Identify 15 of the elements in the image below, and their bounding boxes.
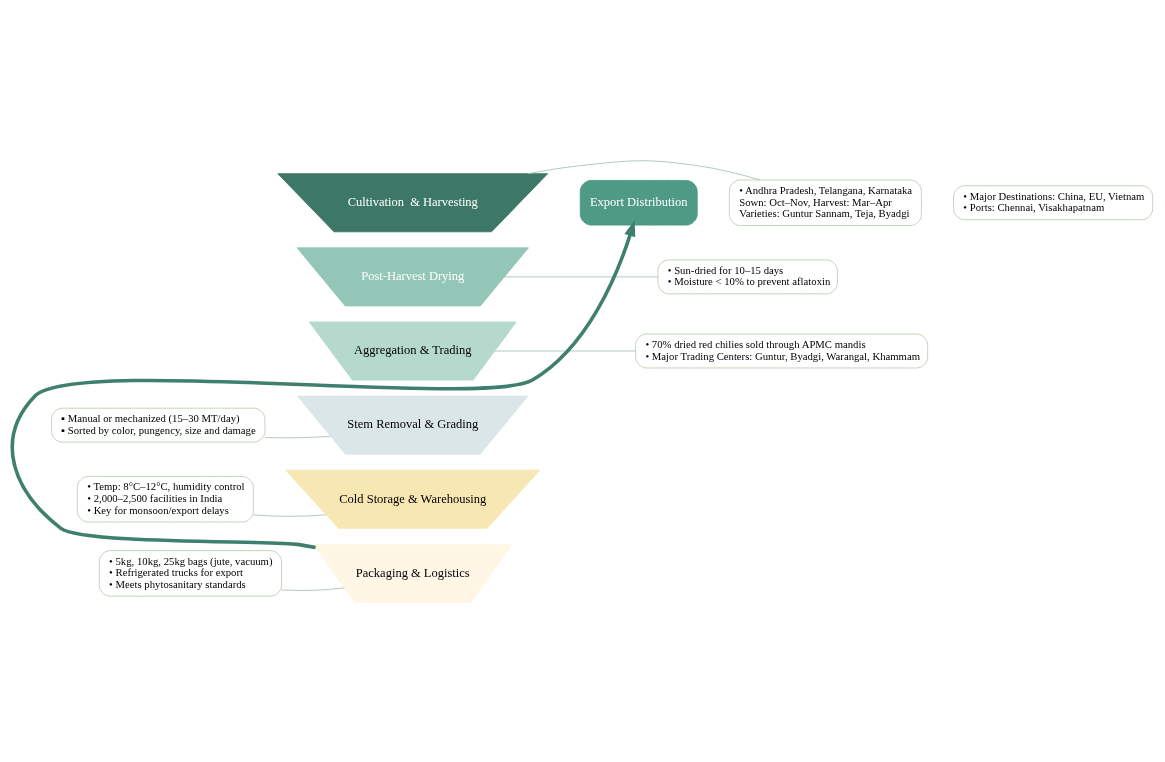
connector	[264, 435, 332, 438]
node-box: • Major Destinations: China, EU, Vietnam • Ports: Chennai, Visakhapatnam	[953, 184, 1154, 220]
connector	[527, 159, 761, 180]
node-box: • 70% dried red chilies sold through APMC mandis • Major Trading Centers: Guntur, Byadgi, Warangal, Khammam	[635, 333, 929, 368]
node-box: ▪ Manual or mechanized (15–30 MT/day) ▪ Sorted by color, pungency, size and damage	[51, 407, 266, 443]
node-box: Export Distribution	[579, 179, 698, 226]
connector	[281, 587, 345, 591]
node-box: • Andhra Pradesh, Telangana, Karnataka Sown: Oct–Nov, Harvest: Mar–Apr Varieties: Guntur Sannam, Teja, Byadgi	[728, 179, 922, 226]
node-box: • Temp: 8°C–12°C, humidity control • 2,000–2,500 facilities in India • Key for monsoon/export delays	[76, 475, 254, 522]
connector	[253, 513, 327, 517]
arrow	[10, 219, 636, 549]
node-box: • Sun-dried for 10–15 days • Moisture < 10% to prevent aflatoxin	[657, 258, 838, 294]
node-box: • 5kg, 10kg, 25kg bags (jute, vacuum) • Refrigerated trucks for export • Meets phytosanitary standards	[98, 549, 282, 597]
connector	[494, 350, 636, 351]
connector	[504, 275, 659, 277]
